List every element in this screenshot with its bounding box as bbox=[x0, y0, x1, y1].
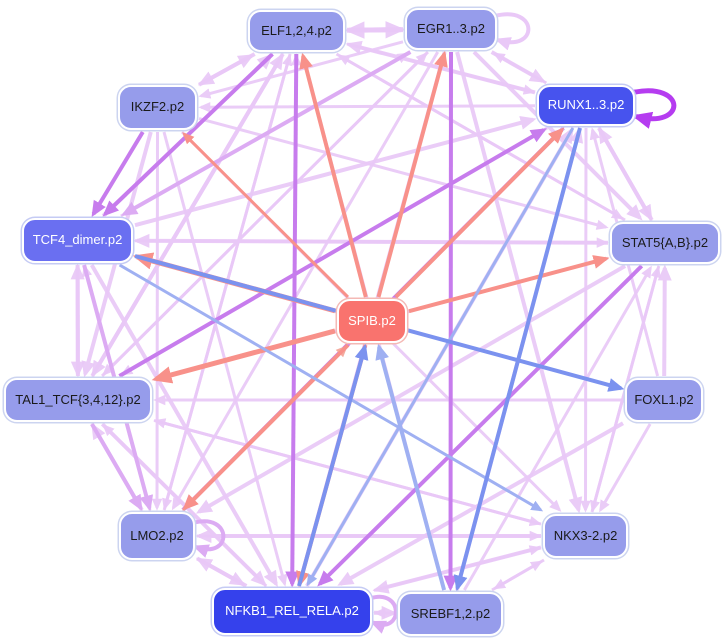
node-STAT5[interactable]: STAT5{A,B}.p2 bbox=[610, 222, 720, 264]
edge-SREBF-NKX3 bbox=[491, 560, 543, 592]
edge-STAT5-TCF4 bbox=[133, 233, 609, 248]
edge-FOXL1-STAT5 bbox=[657, 264, 672, 377]
node-label: ELF1,2,4.p2 bbox=[261, 22, 332, 38]
node-label: SREBF1,2.p2 bbox=[410, 605, 491, 621]
edge-NFKB-SPIB bbox=[297, 343, 369, 587]
node-label: TAL1_TCF{3,4,12}.p2 bbox=[15, 391, 141, 407]
node-TCF4[interactable]: TCF4_dimer.p2 bbox=[22, 218, 133, 263]
edge-STAT5-LMO2 bbox=[195, 264, 627, 514]
node-label: EGR1..3.p2 bbox=[417, 20, 485, 36]
edge-SPIB-IKZF bbox=[182, 132, 349, 299]
node-label: IKZF2.p2 bbox=[130, 99, 185, 115]
edge-SPIB-RUNX bbox=[394, 127, 565, 299]
edge-IKZF-NFKB bbox=[162, 131, 288, 587]
edge-SPIB-ELF bbox=[299, 52, 368, 298]
node-label: TCF4_dimer.p2 bbox=[32, 232, 123, 248]
node-label: FOXL1.p2 bbox=[634, 391, 694, 407]
edge-TAL1-RUNX bbox=[118, 128, 547, 378]
edge-STAT5-NFKB bbox=[317, 264, 644, 587]
edge-IKZF-TCF4 bbox=[91, 130, 145, 218]
node-SREBF[interactable]: SREBF1,2.p2 bbox=[398, 592, 503, 636]
edge-EGR-LMO2 bbox=[171, 51, 439, 511]
edge-STAT5-ELF bbox=[337, 54, 626, 222]
node-LMO2[interactable]: LMO2.p2 bbox=[119, 512, 195, 560]
node-FOXL1[interactable]: FOXL1.p2 bbox=[625, 378, 703, 422]
edge-RUNX-NFKB bbox=[306, 127, 575, 587]
edge-EGR-ELF bbox=[344, 21, 404, 39]
edge-RUNX-SREBF bbox=[453, 127, 582, 592]
node-IKZF[interactable]: IKZF2.p2 bbox=[118, 85, 197, 130]
node-label: RUNX1..3.p2 bbox=[547, 97, 625, 113]
node-EGR[interactable]: EGR1..3.p2 bbox=[405, 8, 497, 50]
edge-TCF4-NFKB bbox=[89, 263, 278, 588]
self-loop-NFKB bbox=[369, 594, 398, 634]
node-RUNX[interactable]: RUNX1..3.p2 bbox=[537, 85, 635, 126]
self-loop-LMO2 bbox=[192, 519, 226, 558]
node-NFKB[interactable]: NFKB1_REL_RELA.p2 bbox=[212, 588, 372, 635]
edge-NKX3-TAL1 bbox=[153, 418, 542, 526]
node-SPIB[interactable]: SPIB.p2 bbox=[337, 299, 407, 343]
edge-FOXL1-NKX3 bbox=[599, 423, 652, 513]
node-TAL1[interactable]: TAL1_TCF{3,4,12}.p2 bbox=[4, 378, 152, 422]
self-loop-RUNX bbox=[631, 88, 677, 129]
edge-EGR-SREBF bbox=[443, 51, 458, 592]
edge-NFKB-LMO2 bbox=[195, 557, 248, 588]
edge-NFKB-NKX3 bbox=[373, 545, 542, 592]
edge-TAL1-ELF bbox=[90, 52, 284, 378]
node-ELF[interactable]: ELF1,2,4.p2 bbox=[248, 10, 345, 52]
edge-TCF4-NKX3 bbox=[118, 263, 544, 512]
edge-SPIB-EGR bbox=[376, 50, 448, 298]
node-label: NFKB1_REL_RELA.p2 bbox=[225, 603, 359, 619]
edge-STAT5-RUNX bbox=[598, 126, 654, 221]
edge-EGR-TCF4 bbox=[121, 50, 412, 216]
node-label: STAT5{A,B}.p2 bbox=[621, 234, 709, 250]
edge-ELF-TCF4 bbox=[102, 52, 274, 217]
edge-SPIB-STAT5 bbox=[408, 255, 610, 314]
edge-RUNX-IKZF bbox=[198, 102, 536, 113]
edge-SPIB-LMO2 bbox=[182, 343, 350, 511]
node-NKX3[interactable]: NKX3-2.p2 bbox=[543, 514, 628, 558]
edge-SREBF-STAT5 bbox=[463, 265, 652, 591]
edge-IKZF-ELF bbox=[198, 54, 255, 87]
edge-SPIB-TAL1 bbox=[151, 328, 336, 384]
node-label: NKX3-2.p2 bbox=[553, 527, 618, 543]
edge-TAL1-LMO2 bbox=[90, 422, 143, 512]
edge-RUNX-EGR bbox=[492, 52, 548, 85]
edge-ELF-NFKB bbox=[285, 53, 300, 588]
node-label: LMO2.p2 bbox=[130, 527, 184, 543]
edge-SREBF-SPIB bbox=[375, 343, 447, 591]
node-label: SPIB.p2 bbox=[348, 312, 396, 328]
self-loop-EGR bbox=[494, 12, 531, 51]
